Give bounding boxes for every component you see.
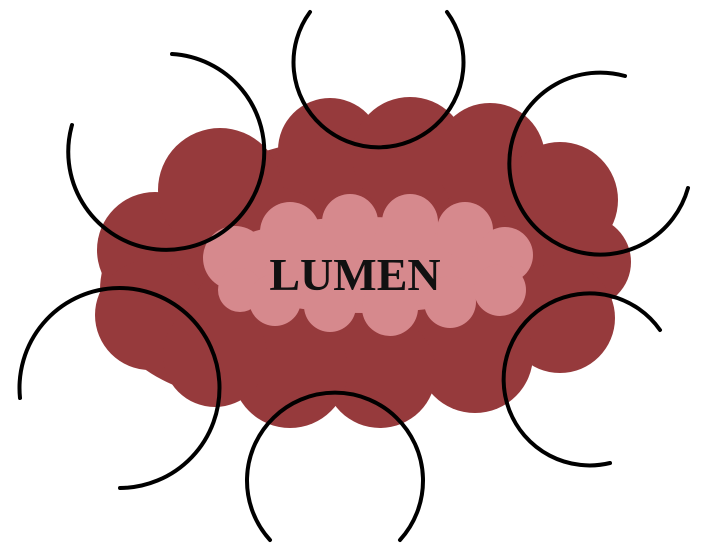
lumen-label: LUMEN [269, 249, 440, 300]
